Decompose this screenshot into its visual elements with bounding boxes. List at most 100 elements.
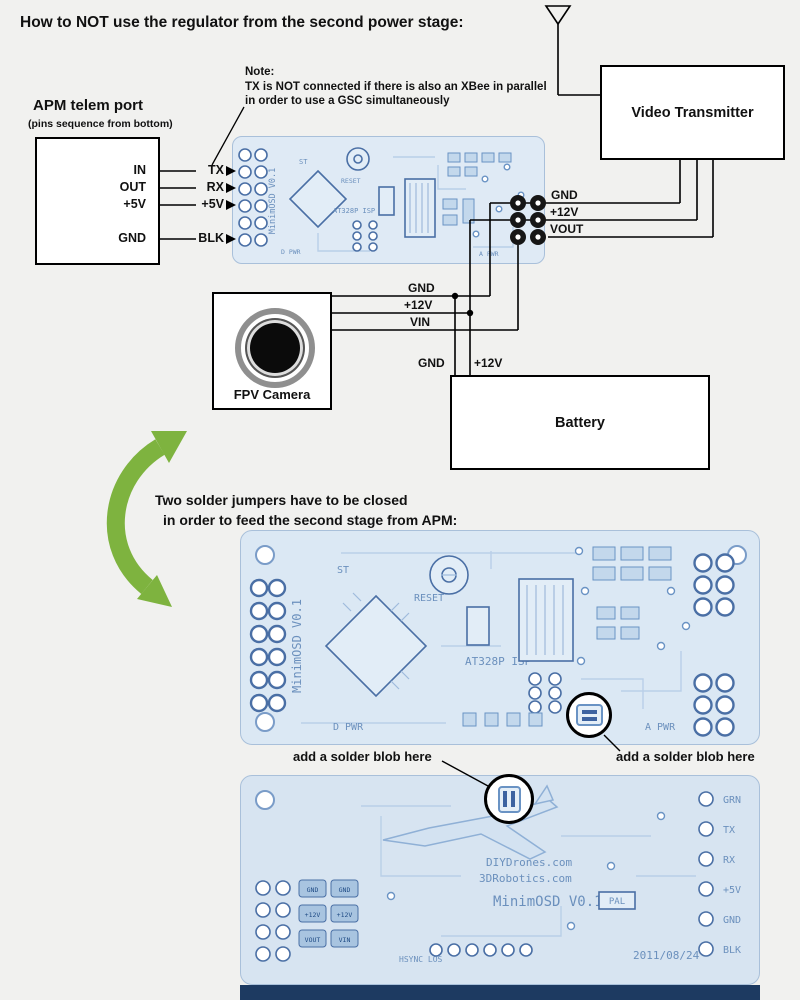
pin-gnd-silk: GND [723,915,741,926]
pad-vin: VIN [339,936,351,944]
note-line-2: in order to use a GSC simultaneously [245,95,450,107]
power-label-pads: GND GND +12V +12V VOUT VIN [298,879,359,948]
camera-gnd-label: GND [408,281,435,295]
pad-gnd-2: GND [339,886,351,894]
diydrones-silk: DIYDrones.com [486,856,572,869]
pin-tx-silk: TX [723,825,735,836]
apm-pin-in: IN [133,163,147,177]
st-silk: ST [337,565,349,576]
smd-components [442,152,512,226]
power-out-gnd-label: GND [551,188,578,202]
serial-pad-grid [249,578,287,713]
apm-telem-port-box [35,137,160,265]
osd-pin-5v: +5V [201,197,224,211]
minimosd-front-large: MinimOSD V0.1 ST RESET AT328P ISP [240,530,760,745]
mount-hole [255,545,275,565]
camera-12v-label: +12V [404,298,433,312]
camera-lens [247,320,303,376]
apm-pin-out: OUT [119,180,146,194]
hsync-silk: HSYNC LOS [399,955,443,964]
pin-grn-silk: GRN [723,795,741,806]
solder-blob-label-left: add a solder blob here [293,749,432,764]
dpwr-silk: D PWR [281,248,301,256]
regulator [378,186,395,216]
bottom-pad-row [429,943,533,957]
isp-pad-grid [352,220,378,252]
board-name-silk: MinimOSD V0.1 [493,894,603,910]
pin-5v-silk: +5V [723,885,741,896]
power-out-vout-label: VOUT [550,222,584,236]
camera-vin-label: VIN [410,315,431,329]
mount-hole [255,712,275,732]
pad-vout: VOUT [305,936,321,944]
battery-12v-label: +12V [474,356,503,370]
airplane-tail-fin [533,784,555,806]
fpv-camera-label: FPV Camera [233,387,311,402]
mount-hole [255,790,275,810]
fpv-camera-box: FPV Camera [212,292,332,410]
board-name-silk: MinimOSD V0.1 [290,599,304,693]
osd-pin-blk: BLK [198,231,224,245]
pcb-photo-edge [240,985,760,1000]
pad-12v-2: +12V [337,911,353,919]
pad-gnd-1: GND [307,886,319,894]
osd-chip-hatch [409,183,429,233]
pal-jumper [598,891,636,910]
jumper-note-line-2: in order to feed the second stage from A… [163,512,458,528]
video-transmitter-label: Video Transmitter [631,104,754,121]
vias [472,163,525,238]
camera-lens-ring [235,308,315,388]
pcb-traces [301,551,682,724]
solder-jumper-annotation-top [566,692,612,738]
osd-pin-tx: TX [208,163,224,177]
regulator [466,606,490,646]
minimosd-front-small: MinimOSD V0.1 ST RESET AT328P ISP [232,136,545,264]
apm-pin-gnd: GND [118,231,146,245]
battery-box: Battery [450,375,710,470]
3drobotics-silk: 3DRobotics.com [479,872,572,885]
jumper-note-line-1: Two solder jumpers have to be closed [155,492,408,508]
note-heading: Note: [245,66,275,78]
apm-pin-5v: +5V [123,197,146,211]
antenna-icon [544,5,572,26]
note-line-1: TX is NOT connected if there is also an … [245,81,547,93]
pal-silk: PAL [609,897,625,907]
battery-label: Battery [555,414,605,431]
corner-pad-grid [255,880,291,962]
isp-silk: AT328P ISP [465,655,532,668]
crystal-center [353,154,363,164]
vias [386,811,666,931]
minimosd-front-small-art: MinimOSD V0.1 ST RESET AT328P ISP [238,147,525,258]
power-pad-grid-top [693,553,735,617]
osd-chip-hatch [526,585,564,655]
apwr-silk: A PWR [645,722,676,733]
vias [574,546,691,666]
battery-gnd-label: GND [418,356,445,370]
date-silk: 2011/08/24 [633,949,700,962]
serial-pad-column [698,791,714,957]
reset-silk: RESET [341,177,361,185]
minimosd-front-large-art: MinimOSD V0.1 ST RESET AT328P ISP [249,545,747,737]
pin-blk-silk: BLK [723,945,741,956]
dpwr-silk: D PWR [333,722,364,733]
power-pad-grid-bottom [693,673,735,737]
smd-components [462,546,672,727]
solder-jumper-icon-bottom [497,785,521,813]
solder-jumper-annotation-bottom [484,774,534,824]
pin-rx-silk: RX [723,855,735,866]
power-out-12v-label: +12V [550,205,579,219]
board-name-silk: MinimOSD V0.1 [268,168,278,235]
solder-jumper-icon-top [575,704,603,726]
solder-blob-label-right: add a solder blob here [616,749,755,764]
mcu-chip [288,169,348,229]
reset-silk: RESET [414,593,444,604]
apm-port-title: APM telem port [33,97,144,114]
osd-chip [518,578,574,662]
mcu-pins [342,592,410,690]
osd-pin-rx: RX [206,180,224,194]
pcb-traces [361,805,696,937]
mcu-chip [324,594,428,698]
apm-port-subtitle: (pins sequence from bottom) [28,118,173,130]
apwr-silk: A PWR [479,250,499,258]
